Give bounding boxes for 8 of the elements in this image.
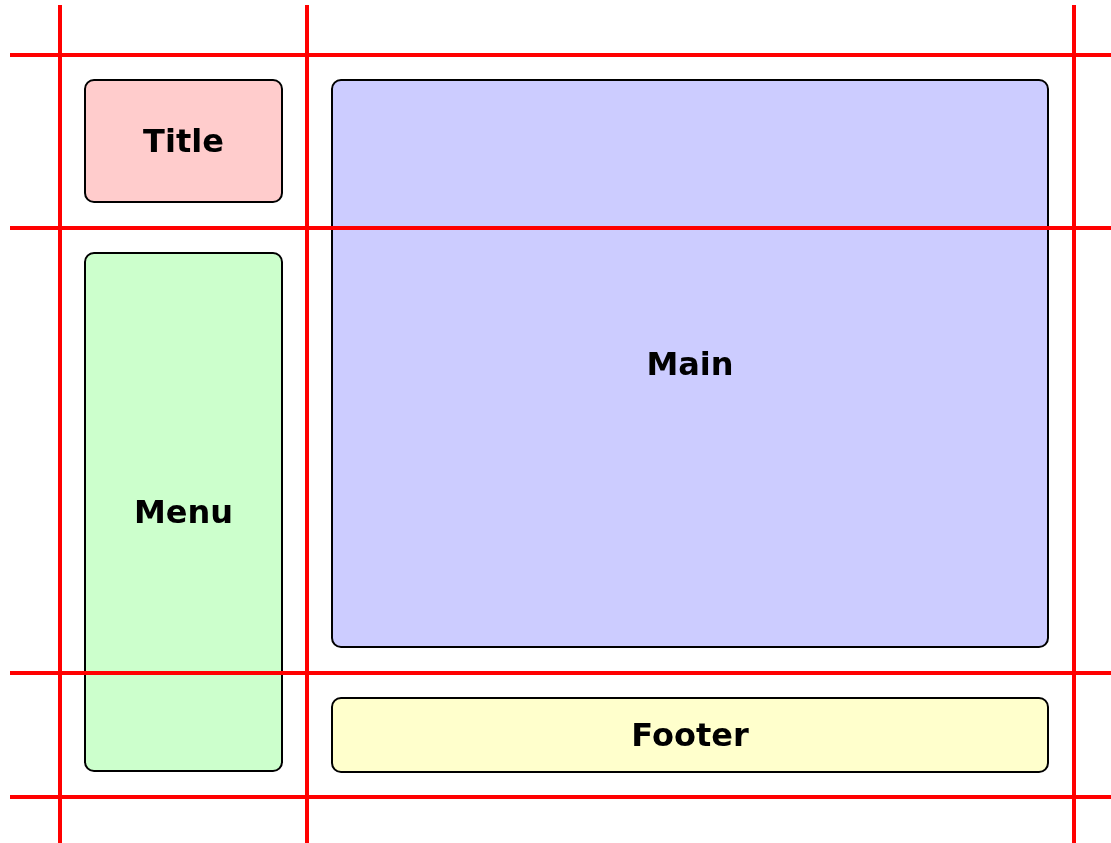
layout-area [331, 697, 1049, 773]
area-label: Footer [631, 716, 749, 754]
area-label: Title [143, 122, 224, 160]
layout-area [331, 79, 1049, 648]
layout-area [84, 252, 283, 772]
area-label: Menu [133, 493, 234, 531]
area-label: Main [646, 344, 734, 383]
layout-area [84, 79, 283, 203]
